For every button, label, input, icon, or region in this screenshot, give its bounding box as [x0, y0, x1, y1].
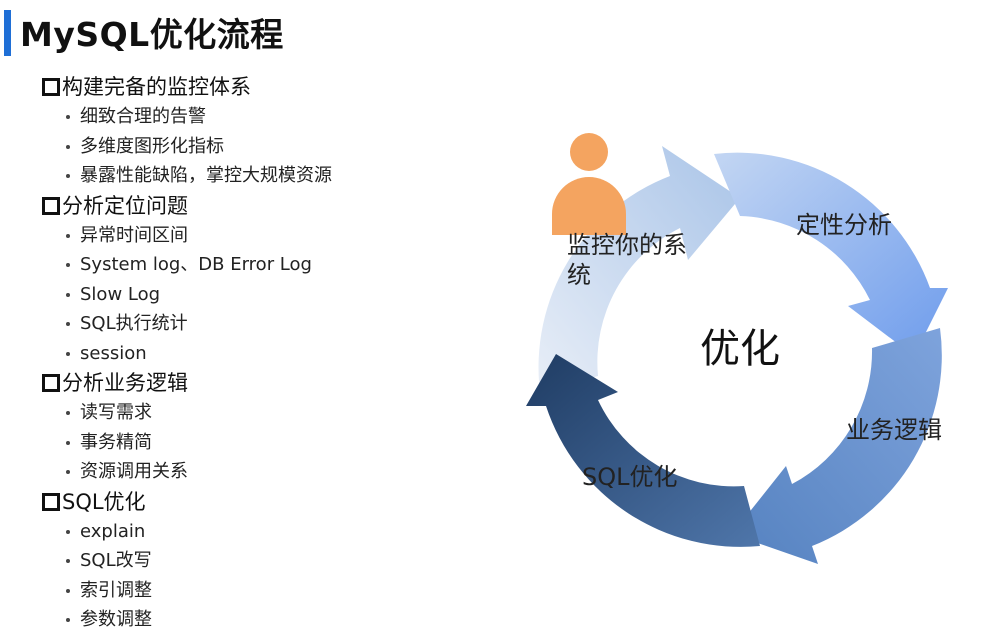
section-heading-text: SQL优化	[62, 489, 146, 514]
list-item: 读写需求	[62, 398, 462, 428]
cycle-center-label: 优化	[700, 326, 780, 372]
list-item: System log、DB Error Log	[62, 250, 462, 280]
checkbox-icon	[42, 492, 60, 511]
list-item: 暴露性能缺陷，掌控大规模资源	[62, 161, 462, 191]
section-heading-text: 分析业务逻辑	[62, 371, 188, 395]
arrow-segment-monitor	[538, 146, 740, 392]
list-item: 异常时间区间	[62, 221, 462, 251]
arrow-segment-sql	[526, 354, 760, 547]
title-accent-bar	[4, 10, 11, 56]
section-items: 异常时间区间 System log、DB Error Log Slow Log …	[42, 221, 462, 369]
section-monitoring: 构建完备的监控体系 细致合理的告警 多维度图形化指标 暴露性能缺陷，掌控大规模资…	[42, 72, 462, 191]
list-item: 参数调整	[62, 605, 462, 635]
stage-label-monitor: 监控你的系 统	[567, 230, 687, 290]
list-item: 细致合理的告警	[62, 102, 462, 132]
page-title: MySQL优化流程	[20, 15, 284, 54]
section-heading: 分析业务逻辑	[42, 368, 462, 398]
stage-label-monitor-line1: 监控你的系	[567, 231, 687, 259]
list-item: 多维度图形化指标	[62, 132, 462, 162]
arrow-segment-analysis	[714, 152, 948, 356]
section-locate-problem: 分析定位问题 异常时间区间 System log、DB Error Log Sl…	[42, 191, 462, 369]
stage-label-analysis: 定性分析	[796, 211, 892, 239]
list-item: session	[62, 339, 462, 369]
section-items: explain SQL改写 索引调整 参数调整	[42, 517, 462, 635]
list-item: 索引调整	[62, 576, 462, 606]
person-icon	[552, 133, 626, 235]
list-item: 资源调用关系	[62, 457, 462, 487]
section-sql-optimization: SQL优化 explain SQL改写 索引调整 参数调整	[42, 487, 462, 635]
optimization-cycle-diagram: 优化 监控你的系 统 定性分析 业务逻辑 SQL优化	[500, 110, 986, 590]
list-item: SQL改写	[62, 546, 462, 576]
list-item: SQL执行统计	[62, 309, 462, 339]
stage-label-sql: SQL优化	[582, 463, 678, 491]
outline-list: 构建完备的监控体系 细致合理的告警 多维度图形化指标 暴露性能缺陷，掌控大规模资…	[42, 72, 462, 635]
section-heading: 分析定位问题	[42, 191, 462, 221]
section-items: 读写需求 事务精简 资源调用关系	[42, 398, 462, 487]
checkbox-icon	[42, 196, 60, 215]
arrow-segment-business	[732, 328, 942, 564]
checkbox-icon	[42, 78, 60, 96]
section-heading-text: 构建完备的监控体系	[62, 75, 251, 99]
section-heading: SQL优化	[42, 487, 462, 517]
list-item: 事务精简	[62, 428, 462, 458]
section-heading-text: 分析定位问题	[62, 193, 188, 218]
list-item: explain	[62, 517, 462, 547]
section-heading: 构建完备的监控体系	[42, 72, 462, 102]
stage-label-monitor-line2: 统	[567, 261, 591, 289]
section-business-logic: 分析业务逻辑 读写需求 事务精简 资源调用关系	[42, 368, 462, 487]
cycle-arrows	[526, 133, 948, 564]
stage-label-business: 业务逻辑	[846, 416, 942, 444]
checkbox-icon	[42, 374, 60, 392]
section-items: 细致合理的告警 多维度图形化指标 暴露性能缺陷，掌控大规模资源	[42, 102, 462, 191]
list-item: Slow Log	[62, 280, 462, 310]
